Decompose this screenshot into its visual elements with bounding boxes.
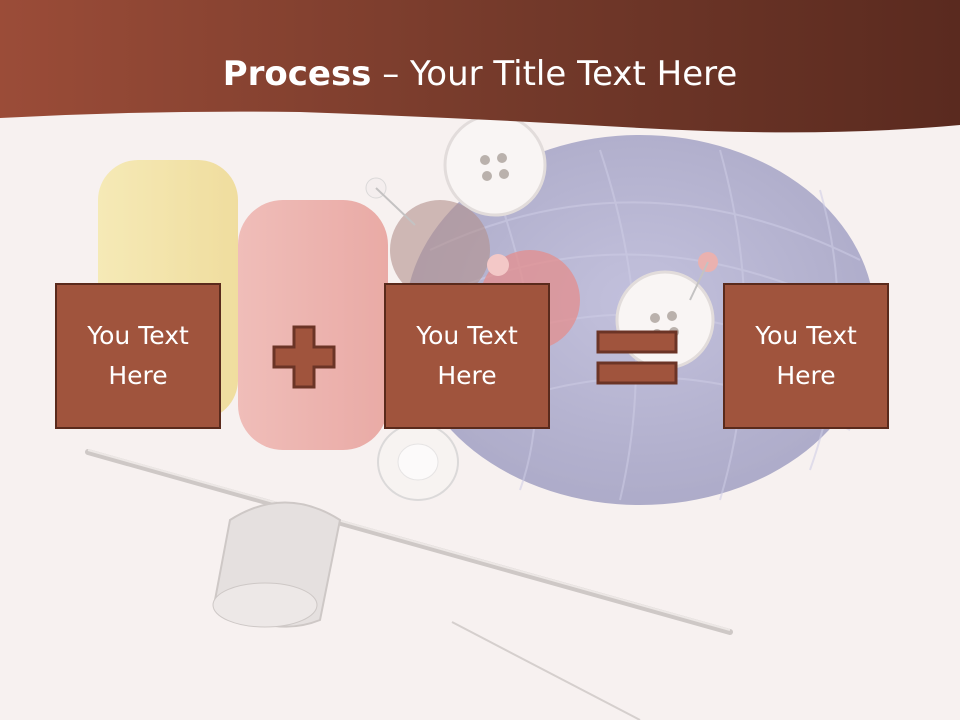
plus-icon bbox=[272, 325, 336, 389]
process-box-2[interactable]: You Text Here bbox=[384, 283, 550, 429]
title-rest: – Your Title Text Here bbox=[371, 54, 738, 94]
title-bold: Process bbox=[222, 54, 372, 94]
process-box-2-text: You Text Here bbox=[416, 321, 518, 390]
process-box-3[interactable]: You Text Here bbox=[723, 283, 889, 429]
process-box-1-text: You Text Here bbox=[87, 321, 189, 390]
title-banner bbox=[0, 0, 960, 133]
slide-title: Process – Your Title Text Here bbox=[0, 52, 960, 96]
process-box-3-text: You Text Here bbox=[755, 321, 857, 390]
process-box-1[interactable]: You Text Here bbox=[55, 283, 221, 429]
equals-icon bbox=[596, 330, 678, 385]
